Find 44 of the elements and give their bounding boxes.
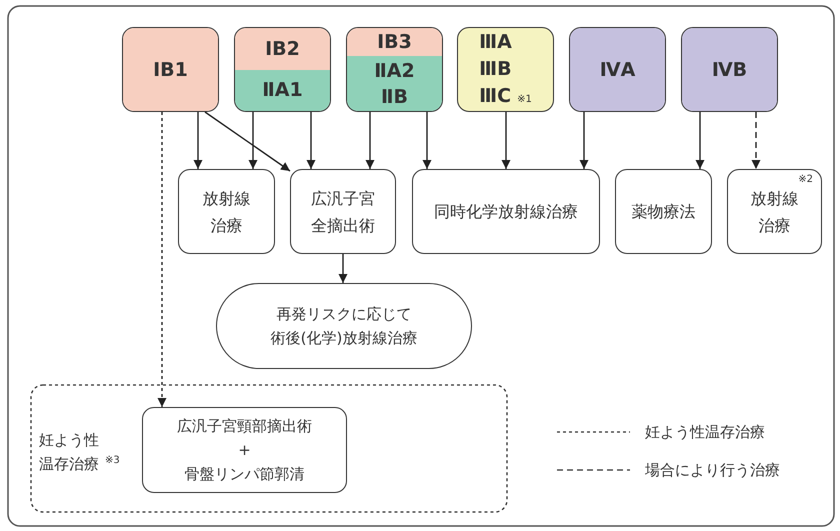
stage-band: ⅣB	[682, 28, 777, 111]
treatment-text: 薬物療法	[632, 201, 696, 223]
stage-band: ⅠB1	[123, 28, 218, 111]
treatment-text: 広汎子宮全摘出術	[310, 188, 376, 236]
arrow	[338, 254, 348, 283]
arrow	[306, 112, 316, 169]
arrow	[422, 112, 432, 169]
stage-band: ⅣA	[570, 28, 665, 111]
arrow	[366, 112, 374, 169]
stage-band: ⅠB3	[347, 28, 442, 56]
group-label: 妊よう性温存治療	[39, 430, 100, 475]
treatment-text: +	[238, 440, 251, 461]
footnote-mark: ※1	[517, 93, 532, 107]
arrow	[204, 111, 290, 172]
footnote-mark: ※2	[798, 174, 813, 185]
stage-band: ⅡA2 ⅡB	[347, 56, 442, 111]
treatment-text: 広汎子宮頸部摘出術	[177, 416, 312, 437]
treatment-box	[615, 169, 712, 254]
treatment-box	[727, 169, 822, 254]
arrow	[752, 112, 760, 169]
arrow	[580, 112, 588, 169]
treatment-box	[142, 407, 347, 493]
treatment-box	[290, 169, 396, 254]
treatment-box	[178, 169, 275, 254]
arrow	[194, 112, 202, 169]
treatment-text: 骨盤リンパ節郭清	[184, 464, 304, 485]
stage-band: ⅠB2	[235, 28, 330, 70]
treatment-text: 放射線治療	[202, 188, 252, 236]
treatment-text: 同時化学放射線治療	[434, 201, 578, 223]
treatment-text: 放射線治療	[750, 188, 800, 236]
stage-band: ⅡA1	[235, 70, 330, 111]
arrow	[248, 112, 258, 169]
arrow	[696, 112, 704, 169]
legend-text: 妊よう性温存治療	[645, 422, 765, 443]
stage-box	[457, 27, 554, 112]
treatment-text: 再発リスクに応じて術後(化学)放射線治療	[270, 304, 418, 349]
stage-label: ⅢA	[479, 30, 512, 55]
arrow	[158, 112, 166, 407]
treatment-box	[412, 169, 600, 254]
stage-label: ⅢB	[479, 57, 512, 82]
footnote-mark: ※3	[105, 454, 120, 468]
arrow	[502, 112, 510, 169]
legend-text: 場合により行う治療	[645, 460, 780, 481]
stage-label: ⅢC	[479, 84, 512, 109]
